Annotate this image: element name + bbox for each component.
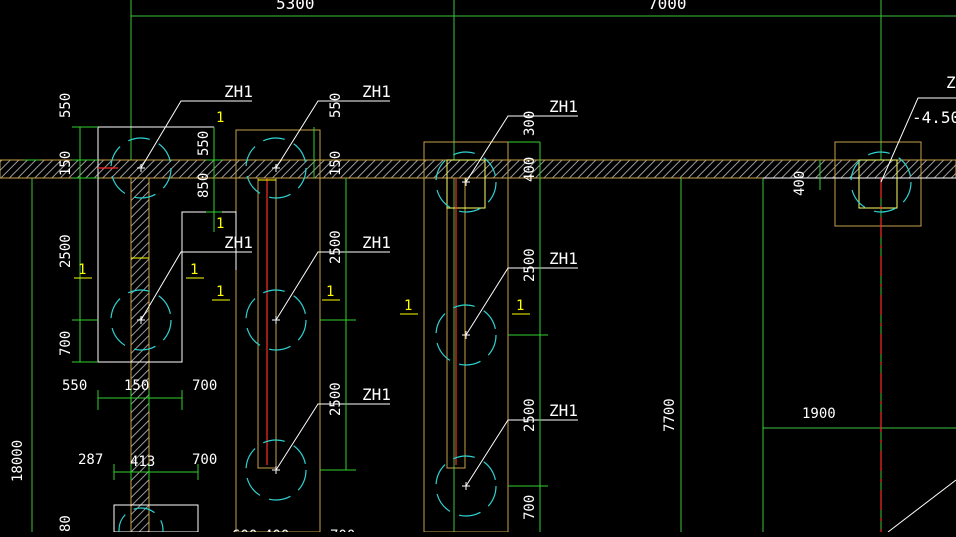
dim-text: 700 [522,495,538,520]
dim-text: 400 [264,528,289,532]
dim-text: 550 [62,378,87,394]
pile-label: ZH1 [549,249,578,268]
elevation-label: -4.50 [912,108,956,127]
pile-circle [435,455,497,517]
pile-circle [850,151,912,213]
pile-centers [137,164,470,490]
pile-label: ZH1 [224,82,253,101]
dim-text: 700 [330,528,355,532]
pile-circle [435,151,497,213]
section-mark: 1 [326,284,334,300]
dim-text: 550 [58,93,74,118]
pile-circle [118,507,164,537]
dim-text: 150 [58,151,74,176]
dim-text: 550 [196,131,212,156]
section-mark: 1 [216,216,224,232]
white-outlines [97,126,956,533]
pile-circle [245,289,307,351]
dim-text: 850 [196,173,212,198]
dim-text: 700 [192,378,217,394]
pile-label: Z [946,73,956,92]
dim-text: 400 [522,157,538,182]
dim-text: 18000 [10,440,26,482]
section-mark: 1 [216,284,224,300]
dim-text: 700 [58,331,74,356]
dim-text: 80 [58,515,74,532]
top-dim-5300: 5300 [276,0,315,13]
dim-text: 2500 [328,230,344,264]
dim-text: 1900 [802,406,836,422]
dim-text: 287 [78,452,103,468]
dim-text: 300 [522,111,538,136]
pile-label: ZH1 [362,385,391,404]
dim-text: 413 [130,454,155,470]
pile-label: ZH1 [224,233,253,252]
hatched-walls [0,159,956,533]
pile-label: ZH1 [549,97,578,116]
dim-text: 2500 [328,382,344,416]
pile-circles [110,137,912,537]
leader-lines [140,97,956,487]
dim-text: 150 [328,151,344,176]
red-axis-lines [98,167,882,532]
pile-circle [110,137,172,199]
dim-text: 700 [192,452,217,468]
dim-text: 550 [328,93,344,118]
pile-circle [435,304,497,366]
pile-label: ZH1 [362,233,391,252]
dimension-lines [24,126,821,532]
pile-label: ZH1 [549,401,578,420]
dim-text: 2500 [522,398,538,432]
top-dim-7000: 7000 [648,0,687,13]
pile-label: ZH1 [362,82,391,101]
dim-text: 400 [792,171,808,196]
dim-text: 2500 [58,234,74,268]
pile-circle [245,137,307,199]
section-mark: 1 [78,262,86,278]
section-mark: 1 [516,298,524,314]
section-mark-ticks [74,179,530,315]
wall-outlines [235,129,922,533]
pile-circle [245,439,307,501]
pile-circle [110,289,172,351]
section-mark: 1 [190,262,198,278]
dim-text: 2500 [522,248,538,282]
dim-text: 150 [124,378,149,394]
section-mark: 1 [216,110,224,126]
dim-text: 600 [232,528,257,532]
dim-text: 7700 [662,398,678,432]
section-mark: 1 [404,298,412,314]
